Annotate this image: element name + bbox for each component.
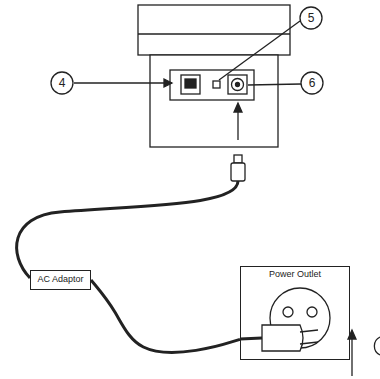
arrow-head: [164, 79, 172, 87]
outlet-box: Power Outlet: [240, 266, 350, 360]
node-label: Power Outlet: [244, 270, 346, 280]
callout-circle: [51, 72, 73, 94]
pointer-arrow: [351, 335, 352, 376]
lid-line: [138, 33, 290, 34]
callout-number: 5: [308, 12, 315, 24]
dc-jack-ring: [232, 79, 244, 91]
callout-number: 4: [59, 77, 66, 89]
leader-line: [74, 82, 172, 83]
plug-pin: [300, 330, 318, 332]
partial-callout: [374, 337, 380, 355]
mains-plug: [262, 325, 303, 351]
device-lid: [138, 5, 290, 55]
callout-circle: [301, 72, 323, 94]
node-label: AC Adaptor: [35, 275, 86, 285]
socket-hole: [283, 307, 293, 317]
cable-stub: [240, 338, 262, 339]
usb-port: [181, 75, 200, 94]
callout-circle: [300, 7, 322, 29]
dc-plug: [231, 163, 245, 181]
indicator-square: [213, 81, 220, 88]
dc-cable: [17, 181, 238, 278]
socket-hole: [307, 307, 317, 317]
arrow-head: [234, 103, 242, 112]
plug-pin: [300, 342, 318, 344]
adaptor-box: AC Adaptor: [30, 270, 91, 290]
device-body: [150, 55, 278, 147]
dc-jack: [228, 75, 247, 94]
leader-line: [248, 84, 301, 85]
leader-line: [219, 21, 300, 80]
dc-plug-tip: [234, 155, 242, 163]
port-panel: [170, 70, 254, 100]
usb-port-inner: [185, 79, 196, 88]
insert-arrow: [237, 108, 238, 140]
callout-number: 6: [309, 77, 316, 89]
dc-jack-pin: [236, 83, 240, 87]
power-cable: [91, 280, 240, 352]
